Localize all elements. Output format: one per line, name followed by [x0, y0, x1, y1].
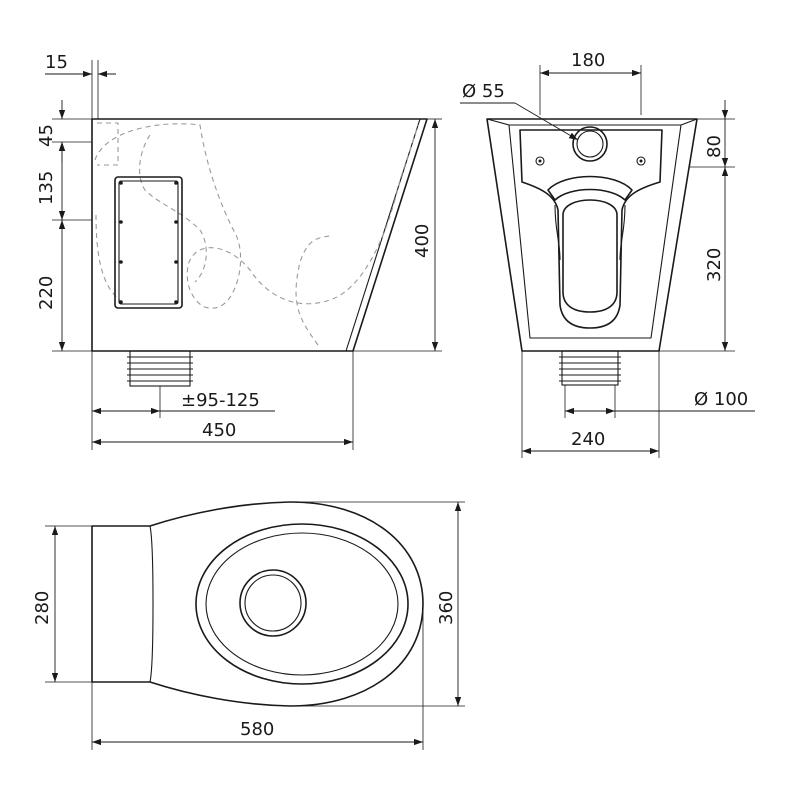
top-bowl-rim-outer: [195, 523, 409, 685]
front-seat-top: [547, 175, 633, 201]
top-body-outline: [91, 501, 424, 707]
side-hidden-bowl: [94, 123, 419, 309]
dim-320-label: 320: [704, 248, 725, 282]
top-seam: [149, 525, 154, 683]
top-outlet-outer: [239, 569, 307, 637]
front-view: 180 Ø 55 80 320 Ø 100 240: [460, 50, 755, 458]
dim-280-label: 280: [32, 591, 53, 625]
side-panel-screws: [119, 181, 178, 304]
dim-400-label: 400: [412, 224, 433, 258]
front-bolt-hole-right: [636, 156, 646, 166]
side-hidden-inlet: [97, 122, 119, 166]
dim-80-label: 80: [704, 135, 725, 158]
dim-55-label: Ø 55: [462, 81, 505, 102]
top-view: 280 360 580: [32, 501, 465, 750]
dim-240-label: 240: [571, 429, 605, 450]
dim-360-label: 360: [436, 591, 457, 625]
dim-180-label: 180: [571, 50, 605, 71]
side-outlet-bellows: [127, 350, 193, 387]
front-bolt-hole-left: [535, 156, 545, 166]
front-outlet-bellows: [559, 350, 621, 386]
dim-450-label: 450: [202, 420, 236, 441]
side-hidden-trap: [95, 134, 207, 301]
top-outlet-inner: [244, 574, 302, 632]
dim-135-label: 135: [36, 171, 57, 205]
dim-15-label: 15: [45, 52, 68, 73]
side-access-panel-inner: [118, 180, 179, 305]
top-bowl-rim-inner: [205, 532, 399, 676]
front-trap-opening: [562, 199, 618, 313]
front-inlet-circle: [572, 126, 608, 162]
side-view: 15 45 135 220 400 ±95-125 450: [36, 52, 442, 450]
dim-45-label: 45: [36, 124, 57, 147]
front-bowl-rim: [519, 129, 663, 329]
dim-220-label: 220: [36, 276, 57, 310]
front-inner-outline: [508, 124, 682, 339]
side-access-panel: [114, 176, 183, 309]
dim-580-label: 580: [240, 719, 274, 740]
dim-95-125-label: ±95-125: [181, 390, 260, 411]
side-hidden-rear: [295, 235, 331, 346]
dim-100-label: Ø 100: [694, 389, 748, 410]
